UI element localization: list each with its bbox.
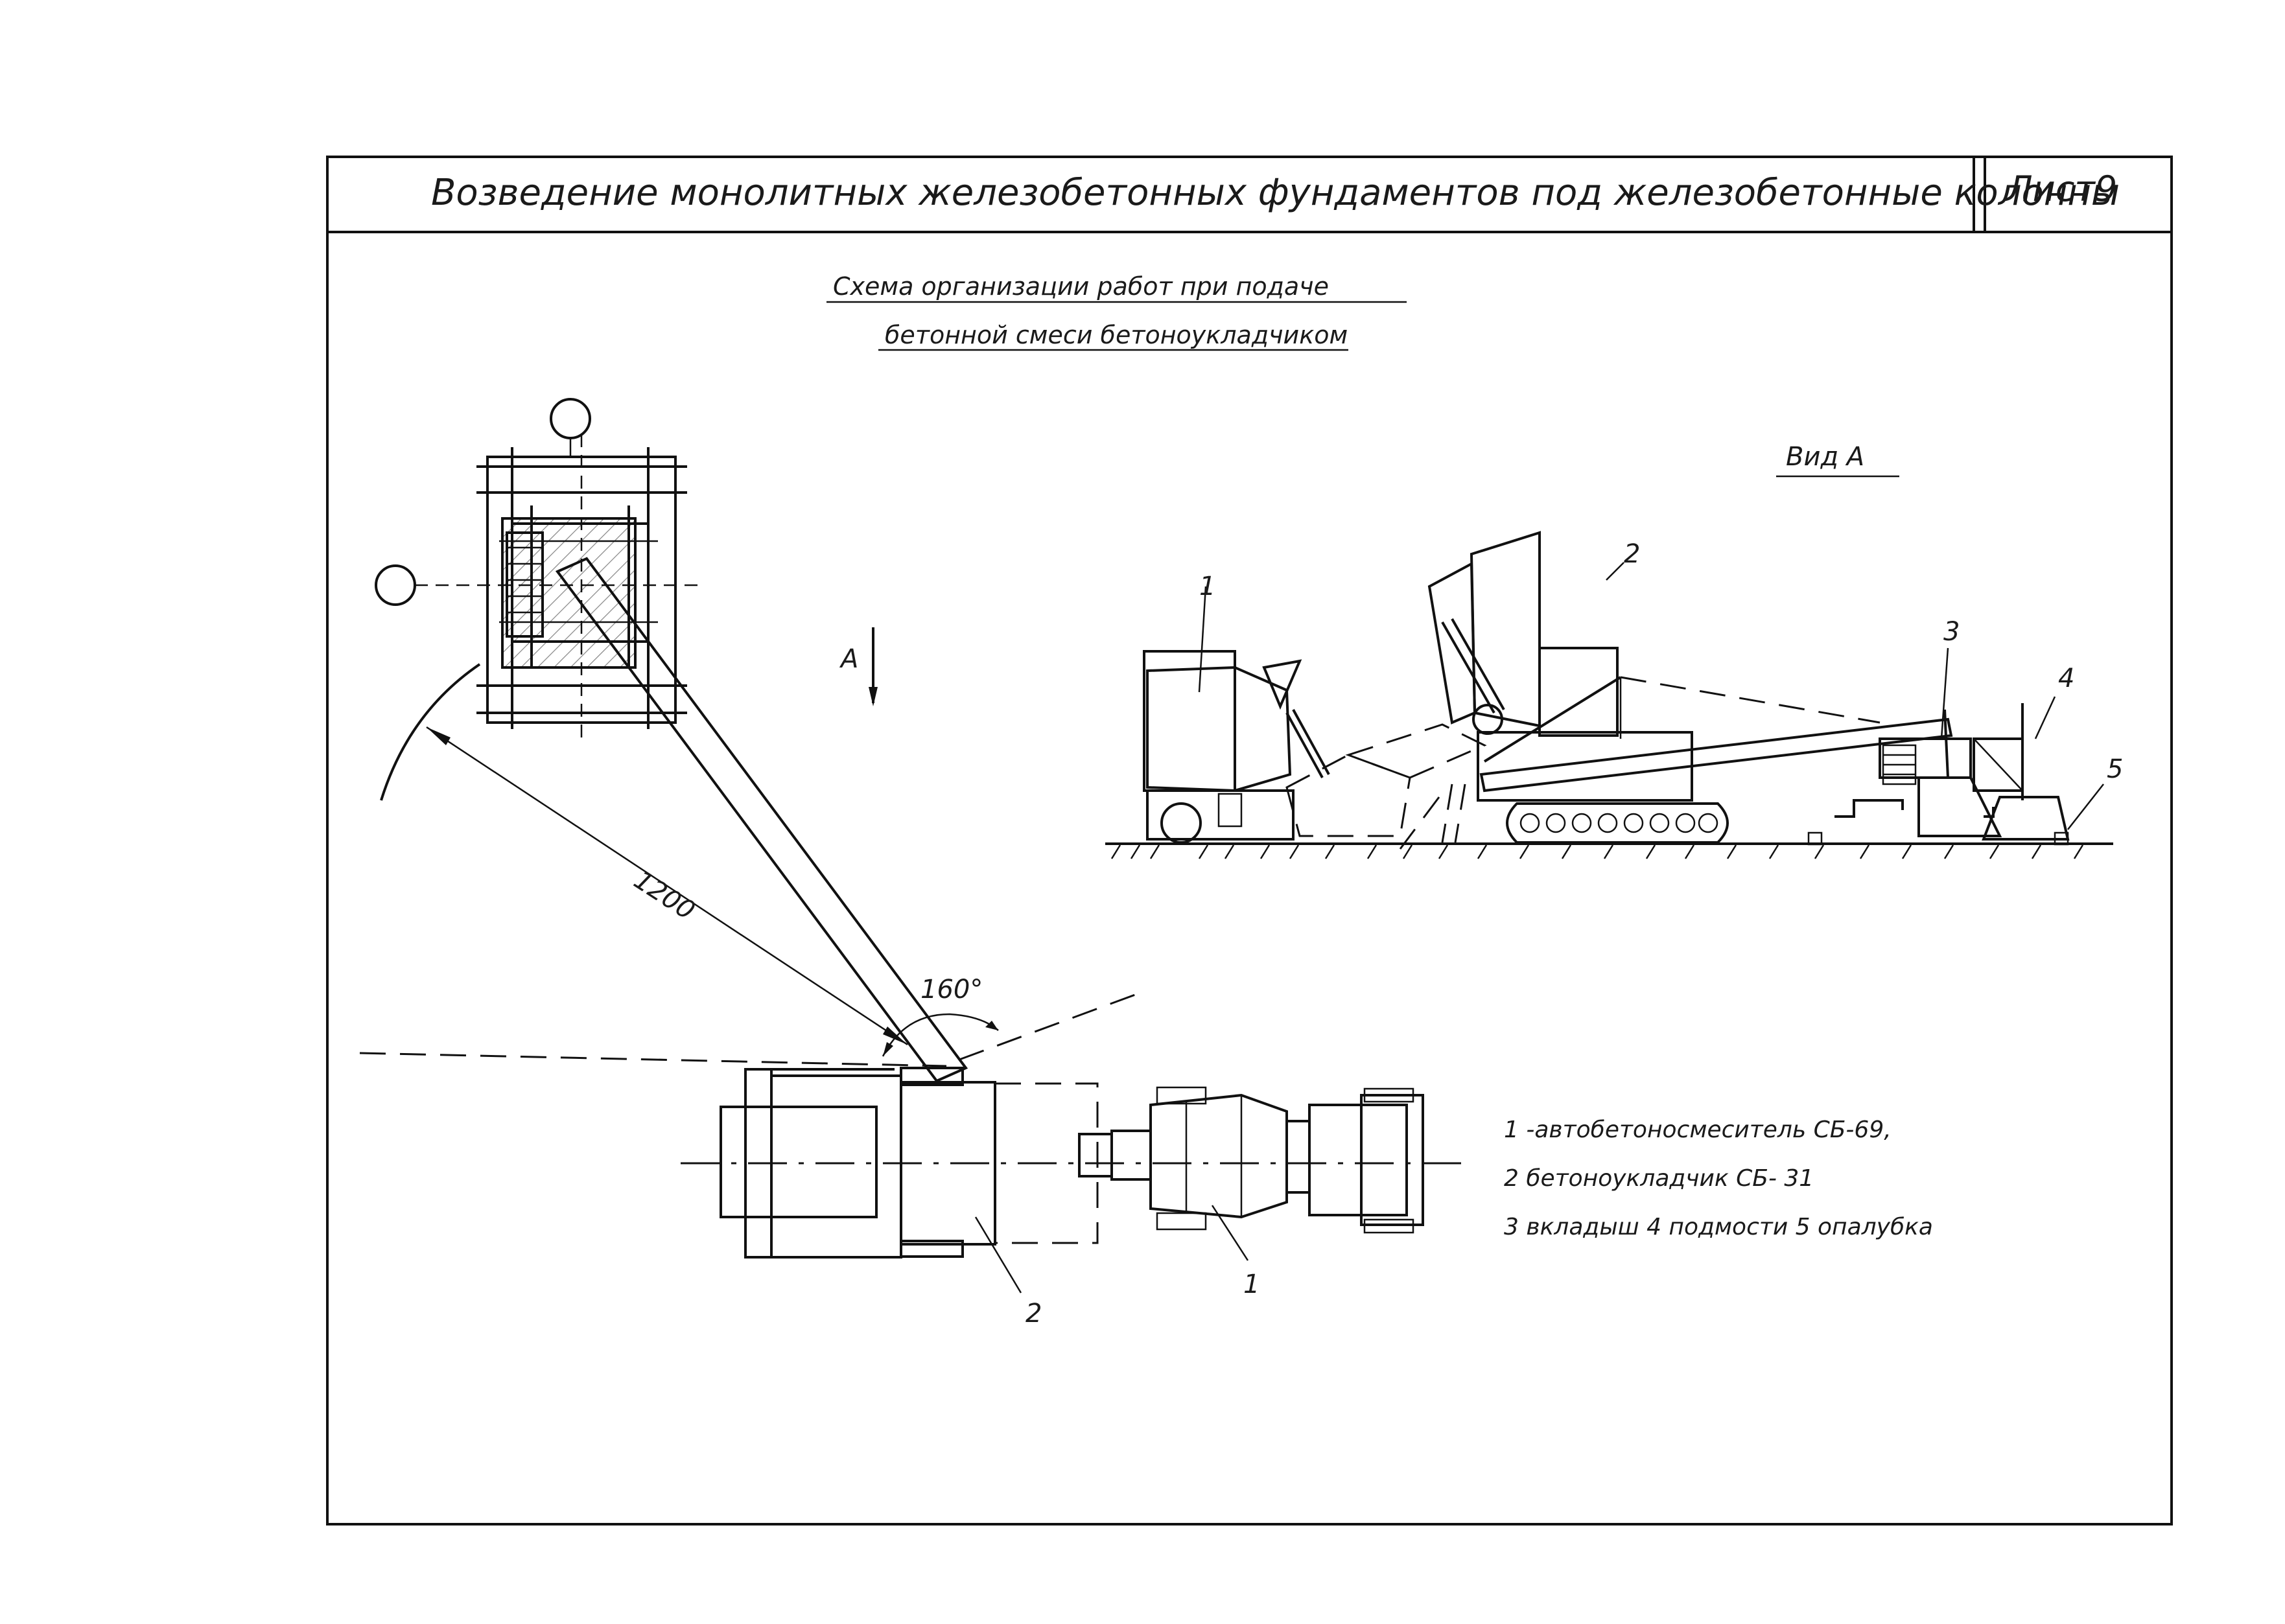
foundation-plan (415, 434, 700, 739)
sheet-frame (326, 156, 2173, 1525)
callout-1-plan: 1 (1243, 1270, 1260, 1299)
legend-item-1: 1 -автобетоносмеситель СБ-69, (1504, 1117, 1892, 1143)
axis-marker-left (375, 564, 416, 606)
callout-leader-1-elev (1198, 586, 1207, 693)
callout-leader-1-plan (1211, 1205, 1249, 1261)
foundation-section (1807, 703, 2070, 846)
callout-1-elev: 1 (1199, 572, 1215, 601)
legend: 1 -автобетоносмеситель СБ-69, 2 бетоноук… (1504, 1117, 1933, 1240)
view-arrow-a (869, 627, 878, 706)
radius-dimension (380, 663, 908, 1046)
axis-marker-top (550, 398, 591, 457)
view-arrow-label: А (839, 644, 858, 674)
caption-line-1: Схема организации работ при подаче (833, 272, 1329, 301)
radius-label: 1200 (629, 865, 700, 926)
callout-2-elev: 2 (1624, 539, 1640, 569)
callout-4: 4 (2058, 664, 2074, 693)
angle-label: 160° (920, 975, 983, 1004)
callout-leader-4 (2034, 696, 2056, 739)
callout-leader-3 (1940, 647, 1949, 739)
callout-3: 3 (1943, 617, 1960, 647)
sheet-number: Лист9 (2005, 168, 2117, 209)
callout-leader-2-elev (1606, 562, 1624, 581)
truck-mixer-elevation (1143, 650, 1330, 844)
caption-line-2: бетонной смеси бетоноукладчиком (885, 321, 1348, 349)
legend-item-2: 2 бетоноукладчик СБ- 31 (1504, 1165, 1814, 1192)
ground-line (1105, 842, 2113, 859)
truck-mixer-plan (1078, 1086, 1424, 1234)
scheme-caption: Схема организации работ при подаче бетон… (826, 272, 1407, 351)
sheet-title: Возведение монолитных железобетонных фун… (431, 172, 2120, 214)
placer-boom-elevation (1479, 676, 1953, 793)
placer-elevation (1427, 531, 1729, 844)
legend-item-3: 3 вкладыш 4 подмости 5 опалубка (1504, 1214, 1933, 1240)
view-a-title: Вид А (1786, 442, 1864, 472)
callout-leader-5 (2067, 783, 2104, 830)
callout-5: 5 (2107, 754, 2123, 784)
callout-2-plan: 2 (1025, 1299, 1042, 1328)
placer-boom-plan (555, 557, 968, 1083)
callout-leader-2-plan (974, 1216, 1022, 1293)
rotation-angle (359, 989, 1148, 1067)
hopper-dashed (1285, 723, 1487, 850)
